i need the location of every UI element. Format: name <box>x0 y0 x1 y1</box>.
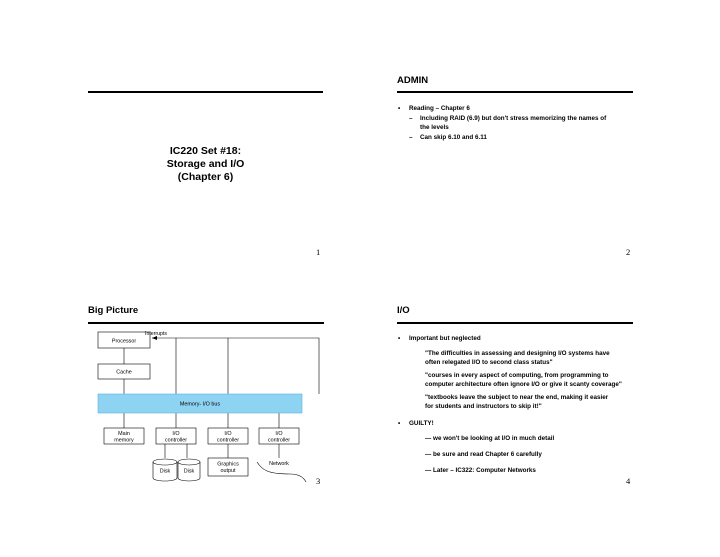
slide2-title-rule <box>397 91 633 93</box>
quote-line: "The difficulties in assessing and desig… <box>425 350 610 357</box>
guilty-point: — Later – IC322: Computer Networks <box>425 467 536 474</box>
interrupt-arrowhead <box>152 336 157 340</box>
slide2-subbullet: Can skip 6.10 and 6.11 <box>420 134 487 141</box>
io-controller-label: controller <box>165 438 187 444</box>
processor-label: Processor <box>112 339 136 345</box>
slide1-page-number: 1 <box>316 247 321 257</box>
io-controller-box <box>258 427 300 445</box>
io-controller-box <box>207 427 249 445</box>
slide2-title: ADMIN <box>397 75 429 86</box>
interrupt-line <box>152 337 320 394</box>
main-memory-label: Main <box>118 431 130 437</box>
cache-label: Cache <box>116 370 132 376</box>
slide1-title-line: (Chapter 6) <box>177 171 234 183</box>
io-controller-box <box>155 427 197 445</box>
io-controller-label: I/O <box>275 431 282 437</box>
graphics-output-label: Graphics <box>217 462 239 468</box>
cache-box <box>97 363 151 380</box>
slide4-bullet: Important but neglected <box>409 335 481 342</box>
slide2-page-number: 2 <box>626 247 631 257</box>
processor-box <box>97 331 151 349</box>
quote-line: for students and instructors to skip it!… <box>425 403 542 410</box>
disk-label: Disk <box>184 469 195 475</box>
disk-icon <box>177 458 201 482</box>
io-controller-label: I/O <box>172 431 179 437</box>
io-controller-label: controller <box>268 438 290 444</box>
network-label: Network <box>269 461 289 467</box>
quote-line: "textbooks leave the subject to near the… <box>425 394 609 401</box>
guilty-point: — we won't be looking at I/O in much det… <box>425 435 555 442</box>
disk-icon <box>152 458 178 482</box>
graphics-output-label: output <box>221 468 236 474</box>
memory-io-bus <box>97 393 303 414</box>
slide2-subbullet-cont: the levels <box>420 124 449 131</box>
io-controller-label: controller <box>217 438 239 444</box>
quote-line: often relegated I/O to second class stat… <box>425 359 553 366</box>
network-line <box>256 461 307 483</box>
quote-line: "courses in every aspect of computing, f… <box>425 372 609 379</box>
bullet-icon: • <box>398 335 401 342</box>
main-memory-label: memory <box>114 438 134 444</box>
slide3-page-number: 3 <box>316 476 321 486</box>
slide4-bullet: GUILTY! <box>409 420 434 427</box>
dash-icon: – <box>409 115 413 122</box>
slide4-title: I/O <box>397 305 410 316</box>
io-controller-label: I/O <box>224 431 231 437</box>
slide1-top-rule <box>88 91 323 93</box>
bullet-icon: • <box>398 420 401 427</box>
disk-label: Disk <box>160 469 171 475</box>
slide3-title-rule <box>88 322 324 324</box>
quote-line: computer architecture often ignore I/O o… <box>425 381 622 388</box>
slide1-title-line: IC220 Set #18: <box>169 145 242 157</box>
graphics-output-box <box>207 457 249 477</box>
slide2-subbullet: Including RAID (6.9) but don't stress me… <box>420 115 607 122</box>
main-memory-box <box>103 427 145 445</box>
dash-icon: – <box>409 134 413 141</box>
slide1-title-line: Storage and I/O <box>166 158 245 170</box>
slide1-title: IC220 Set #18: Storage and I/O (Chapter … <box>88 145 323 184</box>
slide4-page-number: 4 <box>626 476 631 486</box>
slide2-bullet: Reading – Chapter 6 <box>409 105 470 112</box>
guilty-point: — be sure and read Chapter 6 carefully <box>425 451 542 458</box>
slide3-title: Big Picture <box>88 305 139 316</box>
bullet-icon: • <box>398 105 401 112</box>
interrupts-label: Interrupts <box>145 331 167 337</box>
bus-label: Memory- I/O bus <box>180 402 220 408</box>
slide4-title-rule <box>397 322 633 324</box>
